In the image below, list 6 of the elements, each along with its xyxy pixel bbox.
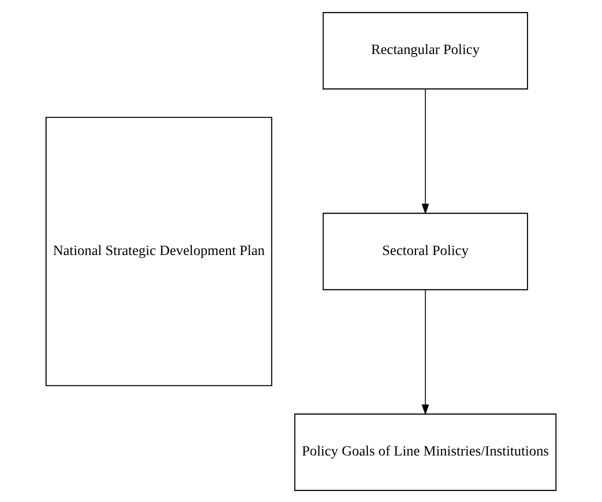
- node-box: Rectangular Policy: [322, 12, 528, 89]
- node-box: Sectoral Policy: [322, 212, 528, 290]
- arrow: [422, 88, 430, 214]
- node-box: National Strategic Development Plan: [46, 116, 272, 386]
- node-box: Policy Goals of Line Ministries/Institutions: [294, 413, 556, 490]
- arrow: [422, 288, 430, 415]
